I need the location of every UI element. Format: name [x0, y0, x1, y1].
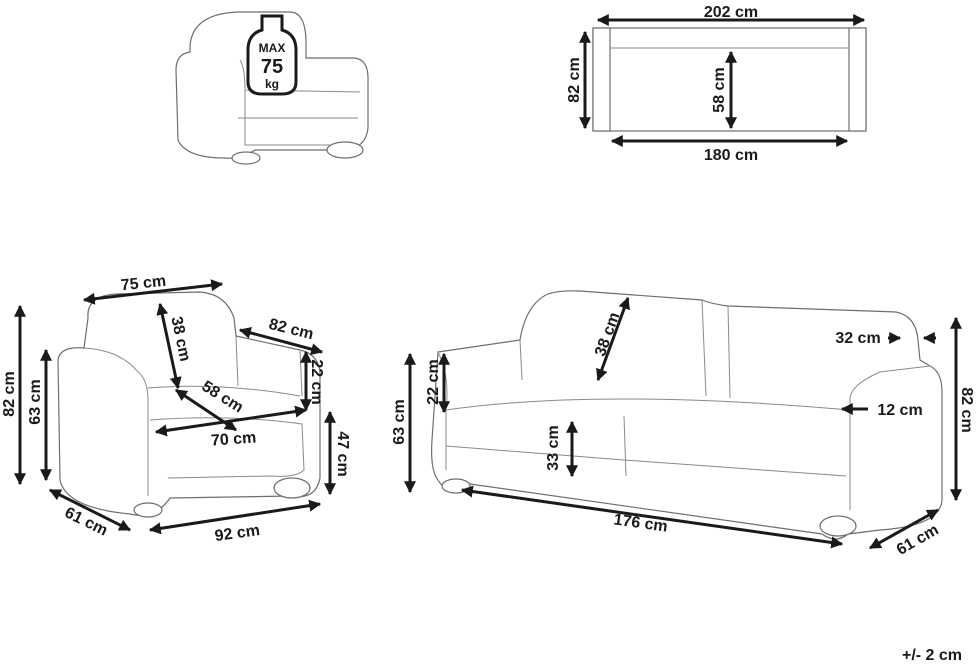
armchair-back-width-line	[82, 279, 224, 305]
weight-unit-label: kg	[265, 77, 279, 91]
armchair-seat-width-label: 70 cm	[210, 429, 256, 449]
sofa-arm-height-label: 22 cm	[425, 359, 442, 404]
armchair-weight-illustration: MAX 75 kg	[175, 11, 369, 165]
armchair-front-height-label: 63 cm	[27, 379, 44, 424]
top-view-diagram: 202 cm 180 cm 82 cm 58 cm	[566, 4, 867, 164]
armchair-leg-height-label: 47 cm	[334, 431, 351, 476]
armchair-back-height-line	[156, 302, 182, 390]
sofa-front-height-label: 63 cm	[391, 399, 408, 444]
sofa-seat-width-label: 176 cm	[613, 511, 669, 535]
armchair-back-width-label: 75 cm	[120, 273, 167, 295]
sofa-back-height-line	[596, 296, 630, 382]
weight-max-label: MAX	[259, 41, 286, 55]
sofa-seat-height-label: 33 cm	[545, 425, 562, 470]
armchair-arm-height-label: 22 cm	[308, 359, 325, 404]
armchair-total-height-label: 82 cm	[1, 371, 18, 416]
sofa-arm-width-label: 32 cm	[835, 330, 880, 347]
top-width-inner-label: 180 cm	[704, 147, 758, 164]
armchair-width-line	[148, 499, 322, 535]
weight-icon: MAX 75 kg	[246, 14, 298, 96]
sofa-diagram: 38 cm 32 cm 12 cm 82 cm 22 cm 63 cm 33 c…	[391, 290, 975, 559]
armchair-depth-line	[48, 488, 132, 532]
top-width-outer-label: 202 cm	[704, 4, 758, 21]
tolerance-note: +/- 2 cm	[901, 647, 962, 664]
top-seat-depth-label: 58 cm	[711, 67, 728, 112]
sofa-seat-width-line	[460, 485, 844, 549]
weight-value-label: 75	[261, 56, 283, 78]
armchair-depth-top-line	[238, 327, 324, 355]
top-height-label: 82 cm	[566, 57, 583, 102]
sofa-total-height-label: 82 cm	[958, 387, 975, 432]
sofa-depth-line	[868, 508, 940, 550]
armchair-diagram: 75 cm 38 cm 82 cm 58 cm 70 cm 22 cm 47 c…	[1, 273, 351, 545]
sofa-seat-inset-label: 12 cm	[877, 402, 922, 419]
armchair-width-label: 92 cm	[214, 522, 261, 545]
armchair-seat-width-line	[154, 405, 308, 437]
